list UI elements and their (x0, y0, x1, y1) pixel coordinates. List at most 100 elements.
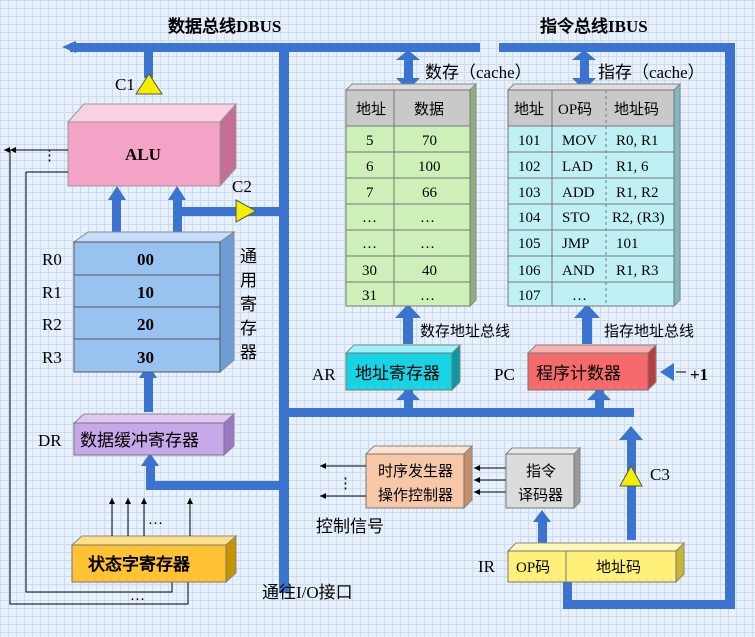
ar-prefix: AR (312, 365, 336, 384)
dc-r3-addr: … (362, 210, 377, 226)
dr-prefix: DR (38, 431, 62, 450)
ic-r2-code: R1, R2 (616, 185, 659, 201)
dc-r1-addr: 6 (366, 159, 374, 175)
ic-r1-code: R1, 6 (616, 159, 649, 175)
ic-header-addrcode: 地址码 (614, 101, 659, 118)
alu-feedback-lines (4, 147, 189, 605)
psw-dots-top: … (148, 512, 163, 528)
dr-label: 数据缓冲寄存器 (80, 431, 199, 450)
ic-header-op: OP码 (558, 101, 592, 118)
dc-r4-addr: … (362, 236, 377, 252)
ic-header-addr: 地址 (514, 101, 544, 118)
dc-r0-data: 70 (422, 133, 437, 149)
dc-r1-data: 100 (418, 159, 441, 175)
control-line2: 操作控制器 (378, 487, 453, 504)
pc-label: 程序计数器 (536, 364, 621, 383)
instruction-register: OP码 地址码 IR (478, 541, 686, 584)
reg-title-char-4: 器 (240, 343, 257, 362)
c1-gate-icon (135, 73, 163, 95)
ir-addr: 地址码 (596, 559, 641, 576)
program-counter: 程序计数器 PC +1 (494, 343, 708, 392)
reg-title-char-1: 用 (240, 271, 257, 290)
bus-arrowheads (62, 41, 674, 544)
dc-r5-data: 40 (422, 263, 437, 279)
reg-title-char-3: 存 (240, 319, 257, 338)
ibus-title: 指令总线IBUS (540, 16, 648, 36)
dbus-title: 数据总线DBUS (168, 16, 281, 36)
c1-label: C1 (115, 75, 135, 94)
c3-label: C3 (650, 465, 670, 484)
ic-r4-code: 101 (616, 236, 639, 252)
control-signal-label: 控制信号 (316, 517, 384, 536)
ic-r4-addr: 105 (518, 236, 541, 252)
ic-r1-addr: 102 (518, 159, 541, 175)
dc-r6-data: … (420, 288, 435, 304)
instr-cache-title: 指存（cache） (598, 63, 705, 82)
dc-r3-data: … (420, 210, 435, 226)
address-register: 地址寄存器 AR (312, 343, 462, 392)
c2-gate-icon (235, 199, 258, 223)
dc-r0-addr: 5 (366, 133, 374, 149)
reg-r3-name: R3 (42, 348, 62, 367)
psw-label: 状态字寄存器 (88, 554, 191, 574)
data-addr-bus-label: 数存地址总线 (420, 323, 510, 340)
ic-r3-addr: 104 (518, 210, 541, 226)
instruction-cache-table: 指存（cache） 地址 OP码 地址码 101 MOV R0, R1 102 … (506, 63, 705, 308)
decoder-line1: 指令 (526, 463, 556, 480)
alu-dots: ⋮ (42, 148, 57, 164)
ic-r0-code: R0, R1 (616, 133, 659, 149)
ic-r3-op: STO (562, 210, 590, 226)
reg-r2-value: 20 (137, 315, 154, 334)
reg-r1-name: R1 (42, 283, 62, 302)
data-cache-table: 数存（cache） 地址 数据 5 70 6 100 7 66 … … … … … (344, 63, 532, 308)
ic-r6-op: … (572, 288, 587, 304)
ic-r0-op: MOV (562, 133, 597, 149)
status-word-register: 状态字寄存器 … … (70, 512, 238, 604)
alu-label: ALU (125, 145, 161, 164)
ic-r5-addr: 106 (518, 263, 541, 279)
instruction-decoder: 指令 译码器 (504, 446, 582, 510)
dc-header-addr: 地址 (356, 101, 386, 118)
ic-r5-op: AND (562, 263, 595, 279)
ic-r1-op: LAD (562, 159, 593, 175)
pc-plus-one: +1 (690, 365, 708, 384)
reg-r2-name: R2 (42, 315, 62, 334)
control-unit: 时序发生器 操作控制器 ⋮ (338, 444, 474, 510)
ic-r5-code: R1, R3 (616, 263, 659, 279)
reg-r0-value: 00 (137, 250, 154, 269)
reg-title-char-2: 寄 (240, 295, 257, 314)
control-dots: ⋮ (338, 476, 353, 492)
data-buffer-register: 数据缓冲寄存器 DR (38, 412, 236, 457)
ic-r6-addr: 107 (518, 288, 541, 304)
io-label: 通往I/O接口 (262, 583, 353, 602)
alu-block: ALU ⋮ (42, 102, 238, 188)
ic-r3-code: R2, (R3) (612, 210, 665, 226)
reg-r0-name: R0 (42, 250, 62, 269)
reg-r3-value: 30 (137, 348, 154, 367)
ar-label: 地址寄存器 (355, 364, 440, 383)
data-cache-title: 数存（cache） (425, 63, 532, 82)
ir-prefix: IR (478, 557, 496, 576)
c3-gate-icon (619, 464, 643, 487)
psw-input-lines (109, 498, 193, 536)
ic-r2-op: ADD (562, 185, 595, 201)
dc-r2-addr: 7 (366, 185, 374, 201)
pc-prefix: PC (494, 365, 515, 384)
general-registers: 00 10 20 30 R0 R1 R2 R3 通 用 寄 存 器 (42, 231, 257, 374)
dc-r6-addr: 31 (362, 288, 377, 304)
instr-addr-bus-label: 指存地址总线 (604, 323, 694, 340)
control-line1: 时序发生器 (378, 463, 453, 480)
dc-header-data: 数据 (414, 101, 444, 118)
ic-r2-addr: 103 (518, 185, 541, 201)
bus-lines (70, 43, 735, 609)
ic-r0-addr: 101 (518, 133, 541, 149)
reg-title-char-0: 通 (240, 247, 257, 266)
c2-label: C2 (232, 177, 252, 196)
dc-r4-data: … (420, 236, 435, 252)
psw-dots-bottom: … (130, 588, 145, 604)
dc-r5-addr: 30 (362, 263, 377, 279)
decoder-line2: 译码器 (518, 487, 563, 504)
control-signal-lines (320, 463, 506, 499)
dc-r2-data: 66 (422, 185, 438, 201)
